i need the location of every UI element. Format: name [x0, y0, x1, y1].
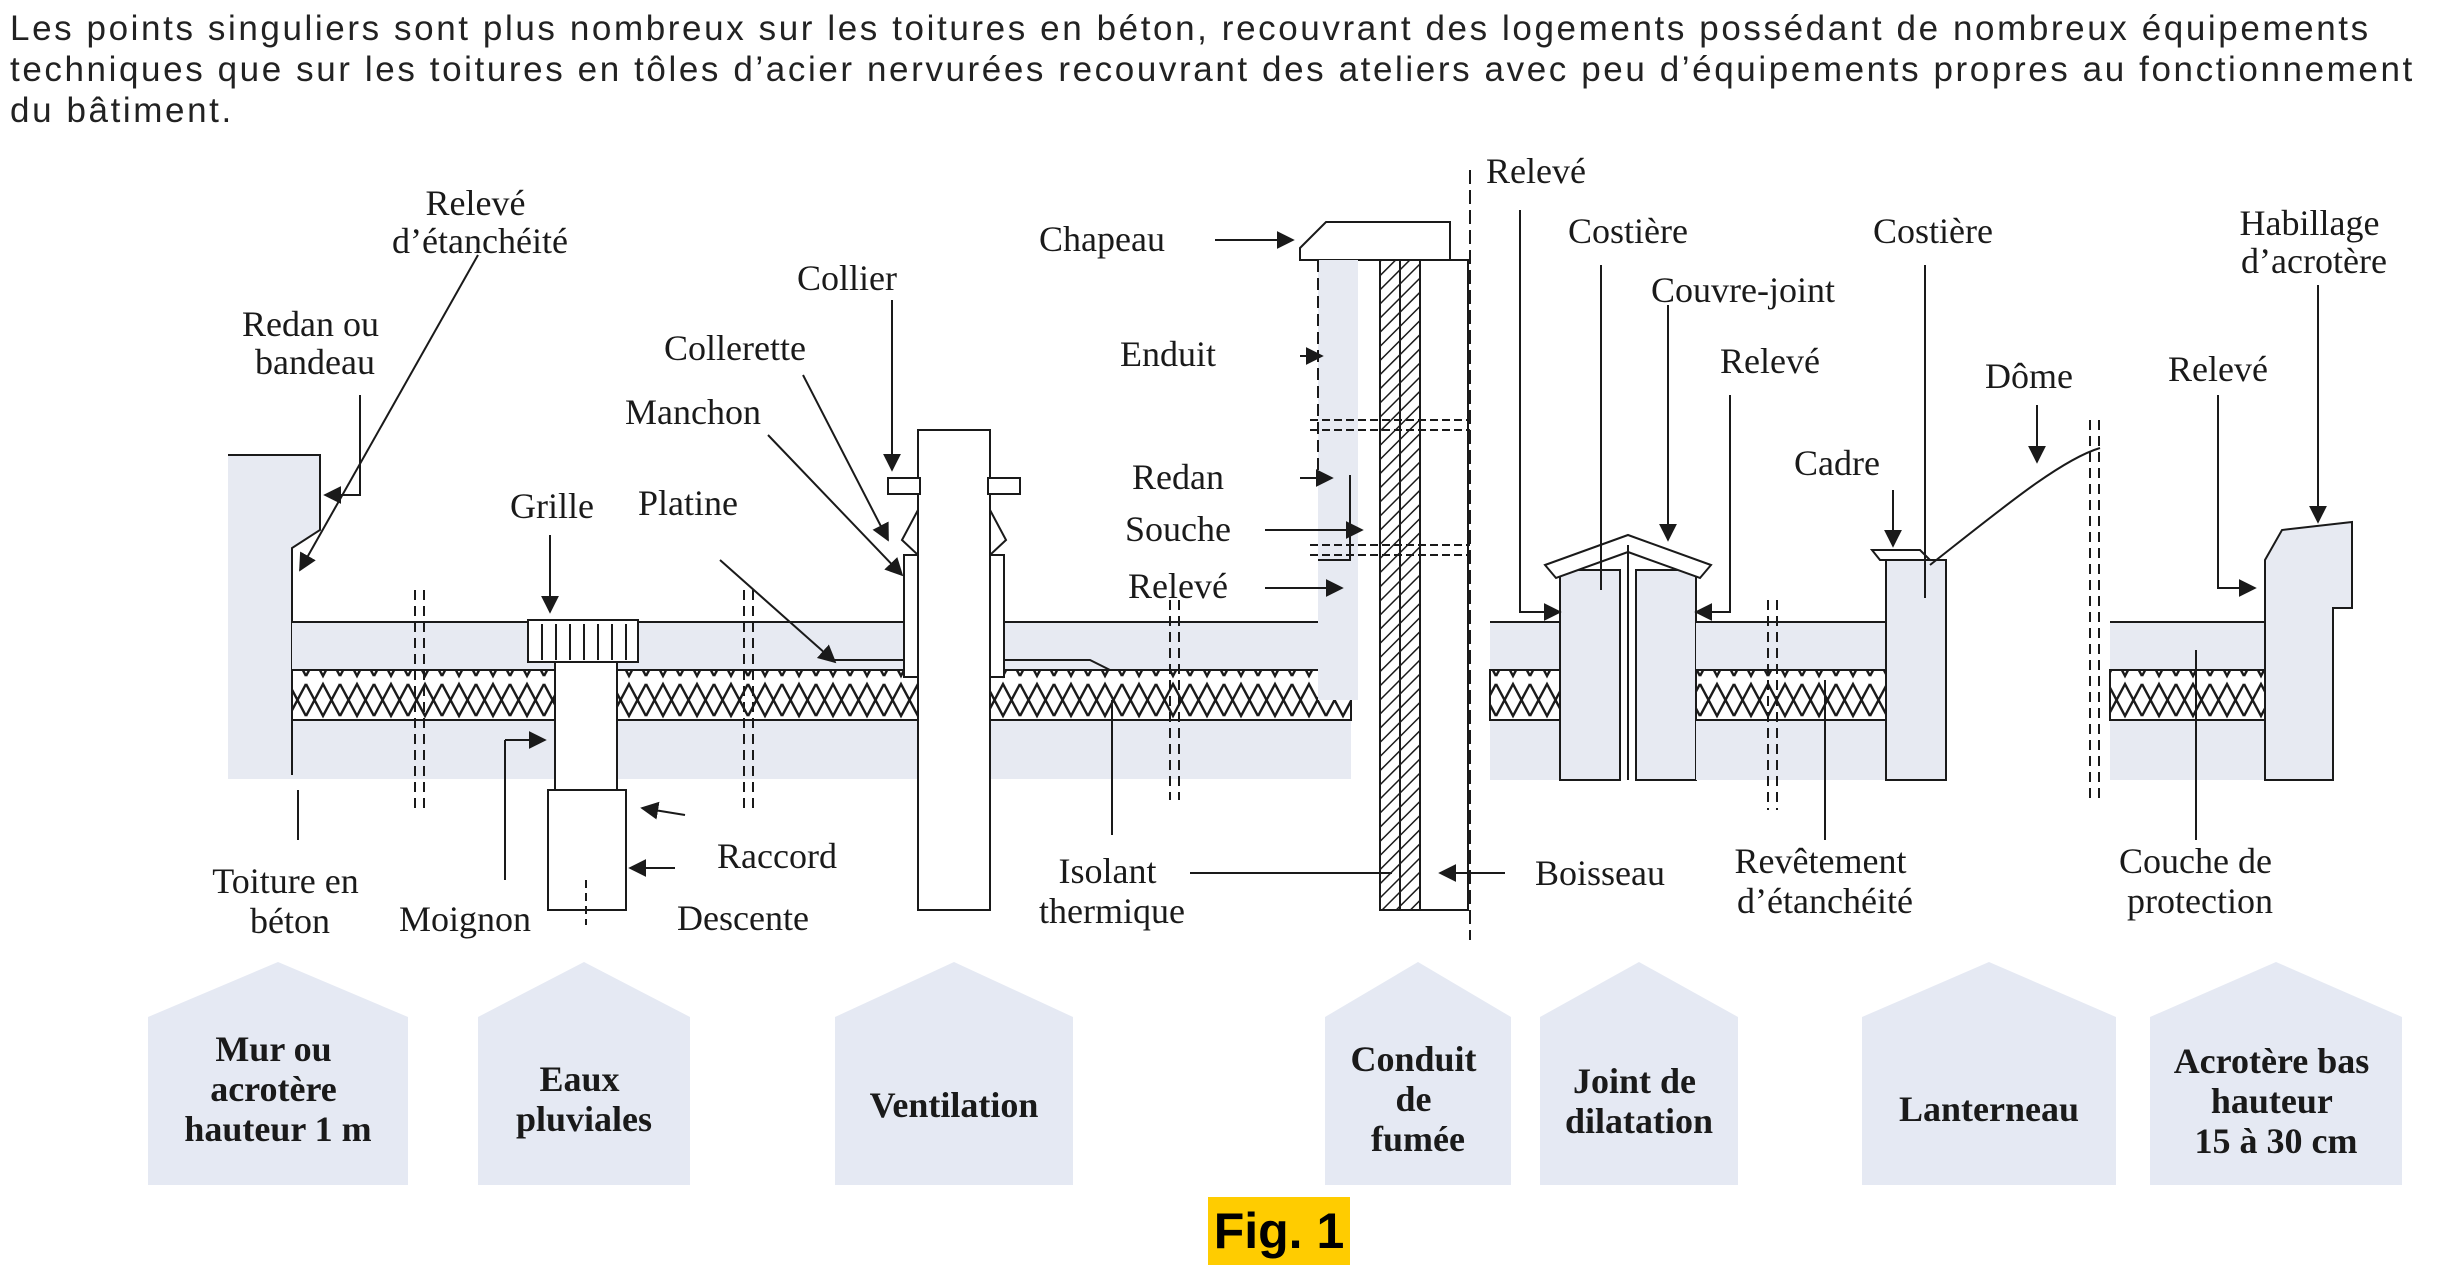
- category-eaux-line2: pluviales: [516, 1099, 652, 1139]
- category-joint-dilatation: Joint de dilatation: [1565, 1061, 1713, 1141]
- label-grille: Grille: [510, 486, 594, 526]
- label-isolant-line2: thermique: [1039, 891, 1185, 931]
- label-platine: Platine: [638, 483, 738, 523]
- label-collerette: Collerette: [664, 328, 806, 368]
- category-conduit-line3: fumée: [1371, 1119, 1465, 1159]
- label-cadre: Cadre: [1794, 443, 1880, 483]
- label-toiture-beton-line1: Toiture en: [212, 861, 358, 901]
- label-enduit: Enduit: [1120, 334, 1216, 374]
- label-revetement-line2: d’étanchéité: [1737, 881, 1913, 921]
- label-habillage-line1: Habillage: [2240, 203, 2380, 243]
- label-redan-bandeau: Redan ou bandeau: [242, 304, 388, 382]
- figure-label: Fig. 1: [1208, 1197, 1350, 1265]
- label-revetement-line1: Revêtement: [1735, 841, 1907, 881]
- label-raccord: Raccord: [717, 836, 837, 876]
- label-releve-joint: Relevé: [1720, 341, 1820, 381]
- label-costiere-2: Costière: [1873, 211, 1993, 251]
- label-souche: Souche: [1125, 509, 1231, 549]
- roof-details-diagram: Redan ou bandeau Relevé d’étanchéité Gri…: [148, 151, 2402, 1185]
- label-boisseau: Boisseau: [1535, 853, 1665, 893]
- category-joint-line2: dilatation: [1565, 1101, 1713, 1141]
- category-conduit-line1: Conduit: [1350, 1039, 1476, 1079]
- label-redan-bandeau-line1: Redan ou: [242, 304, 379, 344]
- category-lanterneau: Lanterneau: [1899, 1089, 2079, 1129]
- category-eaux-line1: Eaux: [539, 1059, 619, 1099]
- label-toiture-beton-line2: béton: [250, 901, 330, 941]
- label-dome: Dôme: [1985, 356, 2073, 396]
- category-mur-line2: acrotère: [210, 1069, 337, 1109]
- category-conduit-fumee: Conduit de fumée: [1350, 1039, 1485, 1159]
- label-releve-acrotere: Relevé: [2168, 349, 2268, 389]
- label-redan-bandeau-line2: bandeau: [255, 342, 375, 382]
- label-couvre-joint: Couvre-joint: [1651, 270, 1835, 310]
- label-releve-conduit: Relevé: [1128, 566, 1228, 606]
- category-mur-line3: hauteur 1 m: [184, 1109, 371, 1149]
- flue-section: [1299, 170, 1471, 940]
- category-acrotere-line3: 15 à 30 cm: [2195, 1121, 2358, 1161]
- category-joint-line1: Joint de: [1573, 1061, 1696, 1101]
- label-manchon: Manchon: [625, 392, 761, 432]
- category-conduit-line2: de: [1396, 1079, 1432, 1119]
- label-redan: Redan: [1132, 457, 1224, 497]
- label-moignon: Moignon: [399, 899, 531, 939]
- category-pentagons: Mur ou acrotère hauteur 1 m Eaux pluvial…: [148, 962, 2402, 1185]
- label-releve-top: Relevé: [1486, 151, 1586, 191]
- category-acrotere-line2: hauteur: [2211, 1081, 2333, 1121]
- label-collier: Collier: [797, 258, 897, 298]
- low-parapet-section: [2109, 520, 2353, 781]
- diagram-labels: Redan ou bandeau Relevé d’étanchéité Gri…: [212, 151, 2389, 941]
- rainwater-outlet: [527, 619, 639, 925]
- label-chapeau: Chapeau: [1039, 219, 1165, 259]
- category-ventilation-line1: Ventilation: [870, 1085, 1039, 1125]
- label-toiture-beton: Toiture en béton: [212, 861, 367, 941]
- label-revetement: Revêtement d’étanchéité: [1735, 841, 1916, 921]
- category-ventilation: Ventilation: [870, 1085, 1039, 1125]
- category-mur-acrotere: Mur ou acrotère hauteur 1 m: [184, 1029, 371, 1149]
- label-isolant: Isolant thermique: [1039, 851, 1185, 931]
- skylight-section: [1869, 420, 2101, 800]
- expansion-joint-section: [1489, 533, 1887, 810]
- category-mur-line1: Mur ou: [215, 1029, 331, 1069]
- category-acrotere-bas: Acrotère bas hauteur 15 à 30 cm: [2174, 1041, 2379, 1161]
- label-couche-protection-line1: Couche de: [2119, 841, 2272, 881]
- label-habillage-line2: d’acrotère: [2241, 241, 2387, 281]
- label-habillage: Habillage d’acrotère: [2240, 203, 2389, 281]
- label-isolant-line1: Isolant: [1059, 851, 1157, 891]
- label-releve-etancheite-line2: d’étanchéité: [392, 221, 568, 261]
- category-acrotere-line1: Acrotère bas: [2174, 1041, 2370, 1081]
- ventilation-pipe: [830, 429, 1111, 911]
- label-costiere-1: Costière: [1568, 211, 1688, 251]
- label-couche-protection: Couche de protection: [2119, 841, 2281, 921]
- category-eaux-pluviales: Eaux pluviales: [516, 1059, 652, 1139]
- leader-arrows: [297, 210, 2327, 882]
- category-lanterneau-line1: Lanterneau: [1899, 1089, 2079, 1129]
- label-releve-etancheite-line1: Relevé: [426, 183, 526, 223]
- label-releve-etancheite: Relevé d’étanchéité: [392, 183, 568, 261]
- label-descente: Descente: [677, 898, 809, 938]
- intro-paragraph: Les points singuliers sont plus nombreux…: [10, 9, 2415, 130]
- label-couche-protection-line2: protection: [2127, 881, 2273, 921]
